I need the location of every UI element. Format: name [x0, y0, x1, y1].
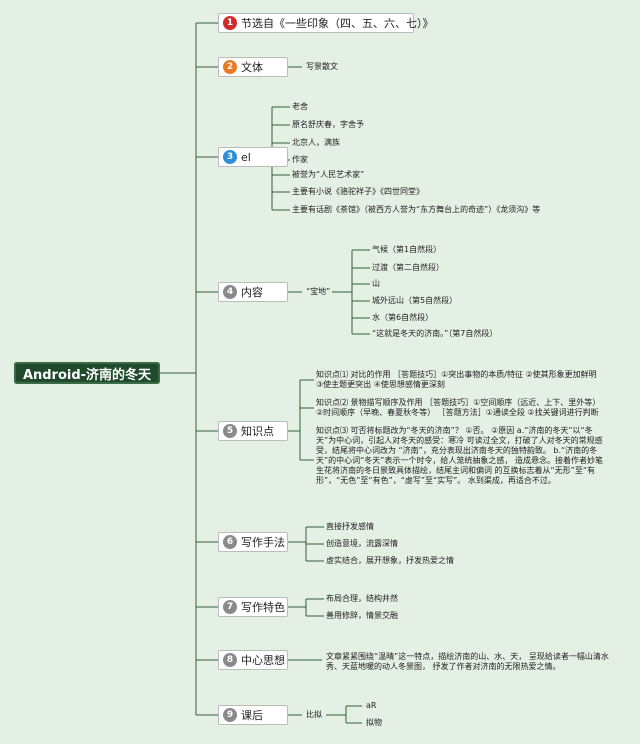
- author-leaf: 主要有话剧《茶馆》（被西方人誉为“东方舞台上的奇迹”）《龙须沟》等: [292, 205, 541, 214]
- number-7-icon: 7: [223, 600, 237, 614]
- branch-2-genre[interactable]: 2 文体: [218, 57, 288, 77]
- afterclass-leaf: 拟物: [366, 718, 382, 727]
- knowledge-point-3: 知识点⑶ 可否将标题改为“冬天的济南”？ ①否。 ②原因 a.“济南的冬天”以“…: [316, 426, 603, 485]
- branch-3-author[interactable]: 3 el: [218, 147, 288, 167]
- root-label: Android-济南的冬天: [22, 367, 152, 383]
- genre-leaf: 写景散文: [306, 62, 338, 71]
- number-9-icon: 9: [223, 708, 237, 722]
- branch-4-content[interactable]: 4 内容: [218, 282, 288, 302]
- branch-label: 写作手法: [241, 536, 285, 549]
- theme-text: 文章紧紧围绕“温晴”这一特点，描绘济南的山、水、天， 呈现给读者一幅山清水 秀、…: [326, 652, 609, 671]
- content-leaf: 山: [372, 279, 380, 288]
- technique-leaf: 虚实结合，展开想象，抒发热爱之情: [326, 556, 454, 565]
- technique-leaf: 直接抒发感情: [326, 522, 374, 531]
- knowledge-point-2: 知识点⑵ 景物描写顺序及作用 ［答题技巧］①空间顺序（远近、上下、里外等） ②时…: [316, 398, 601, 417]
- number-5-icon: 5: [223, 424, 237, 438]
- branch-1-excerpt[interactable]: 1 节选自《一些印象（四、五、六、七）》: [218, 13, 434, 33]
- branch-label: 文体: [241, 61, 263, 74]
- branch-8-theme[interactable]: 8 中心思想: [218, 650, 288, 670]
- branch-label: 课后: [241, 709, 263, 722]
- number-2-icon: 2: [223, 60, 237, 74]
- branch-5-knowledge[interactable]: 5 知识点: [218, 421, 288, 441]
- branch-label: 中心思想: [241, 654, 285, 667]
- feature-leaf: 布局合理，结构井然: [326, 594, 398, 603]
- root-node[interactable]: Android-济南的冬天: [14, 362, 160, 384]
- branch-9-afterclass[interactable]: 9 课后: [218, 705, 288, 725]
- branch-label: el: [241, 150, 251, 164]
- content-leaf: 过渡（第二自然段）: [372, 263, 444, 272]
- author-leaf: 原名舒庆春，字舍予: [292, 120, 364, 129]
- number-8-icon: 8: [223, 653, 237, 667]
- feature-leaf: 善用修辞，情景交融: [326, 611, 398, 620]
- number-1-icon: 1: [223, 16, 237, 30]
- branch-6-techniques[interactable]: 6 写作手法: [218, 532, 288, 552]
- author-leaf: 被誉为“人民艺术家”: [292, 170, 365, 179]
- content-leaf: “这就是冬天的济南。”（第7自然段）: [372, 329, 498, 338]
- author-leaf: 主要有小说《骆驼祥子》《四世同堂》: [292, 187, 424, 196]
- technique-leaf: 创造意境，流露深情: [326, 539, 398, 548]
- content-leaf: 气候（第1自然段）: [372, 245, 442, 254]
- number-6-icon: 6: [223, 535, 237, 549]
- branch-label: 写作特色: [241, 601, 285, 614]
- author-leaf: 北京人，满族: [292, 138, 340, 147]
- knowledge-point-1: 知识点⑴ 对比的作用 ［答题技巧］①突出事物的本质/特征 ②使其形象更加鲜明 ③…: [316, 370, 597, 389]
- afterclass-leaf: aR: [366, 701, 377, 710]
- number-3-icon: 3: [223, 150, 237, 164]
- branch-7-features[interactable]: 7 写作特色: [218, 597, 288, 617]
- author-leaf: 作家: [292, 155, 308, 164]
- branch-label: 节选自《一些印象（四、五、六、七）》: [241, 17, 434, 30]
- content-leaf: 城外远山（第5自然段）: [372, 296, 458, 305]
- content-hub: “宝地”: [306, 287, 331, 296]
- branch-label: 内容: [241, 286, 263, 299]
- number-4-icon: 4: [223, 285, 237, 299]
- afterclass-hub: 比拟: [306, 710, 322, 719]
- author-leaf: 老舍: [292, 102, 308, 111]
- branch-label: 知识点: [241, 425, 274, 438]
- content-leaf: 水（第6自然段）: [372, 313, 434, 322]
